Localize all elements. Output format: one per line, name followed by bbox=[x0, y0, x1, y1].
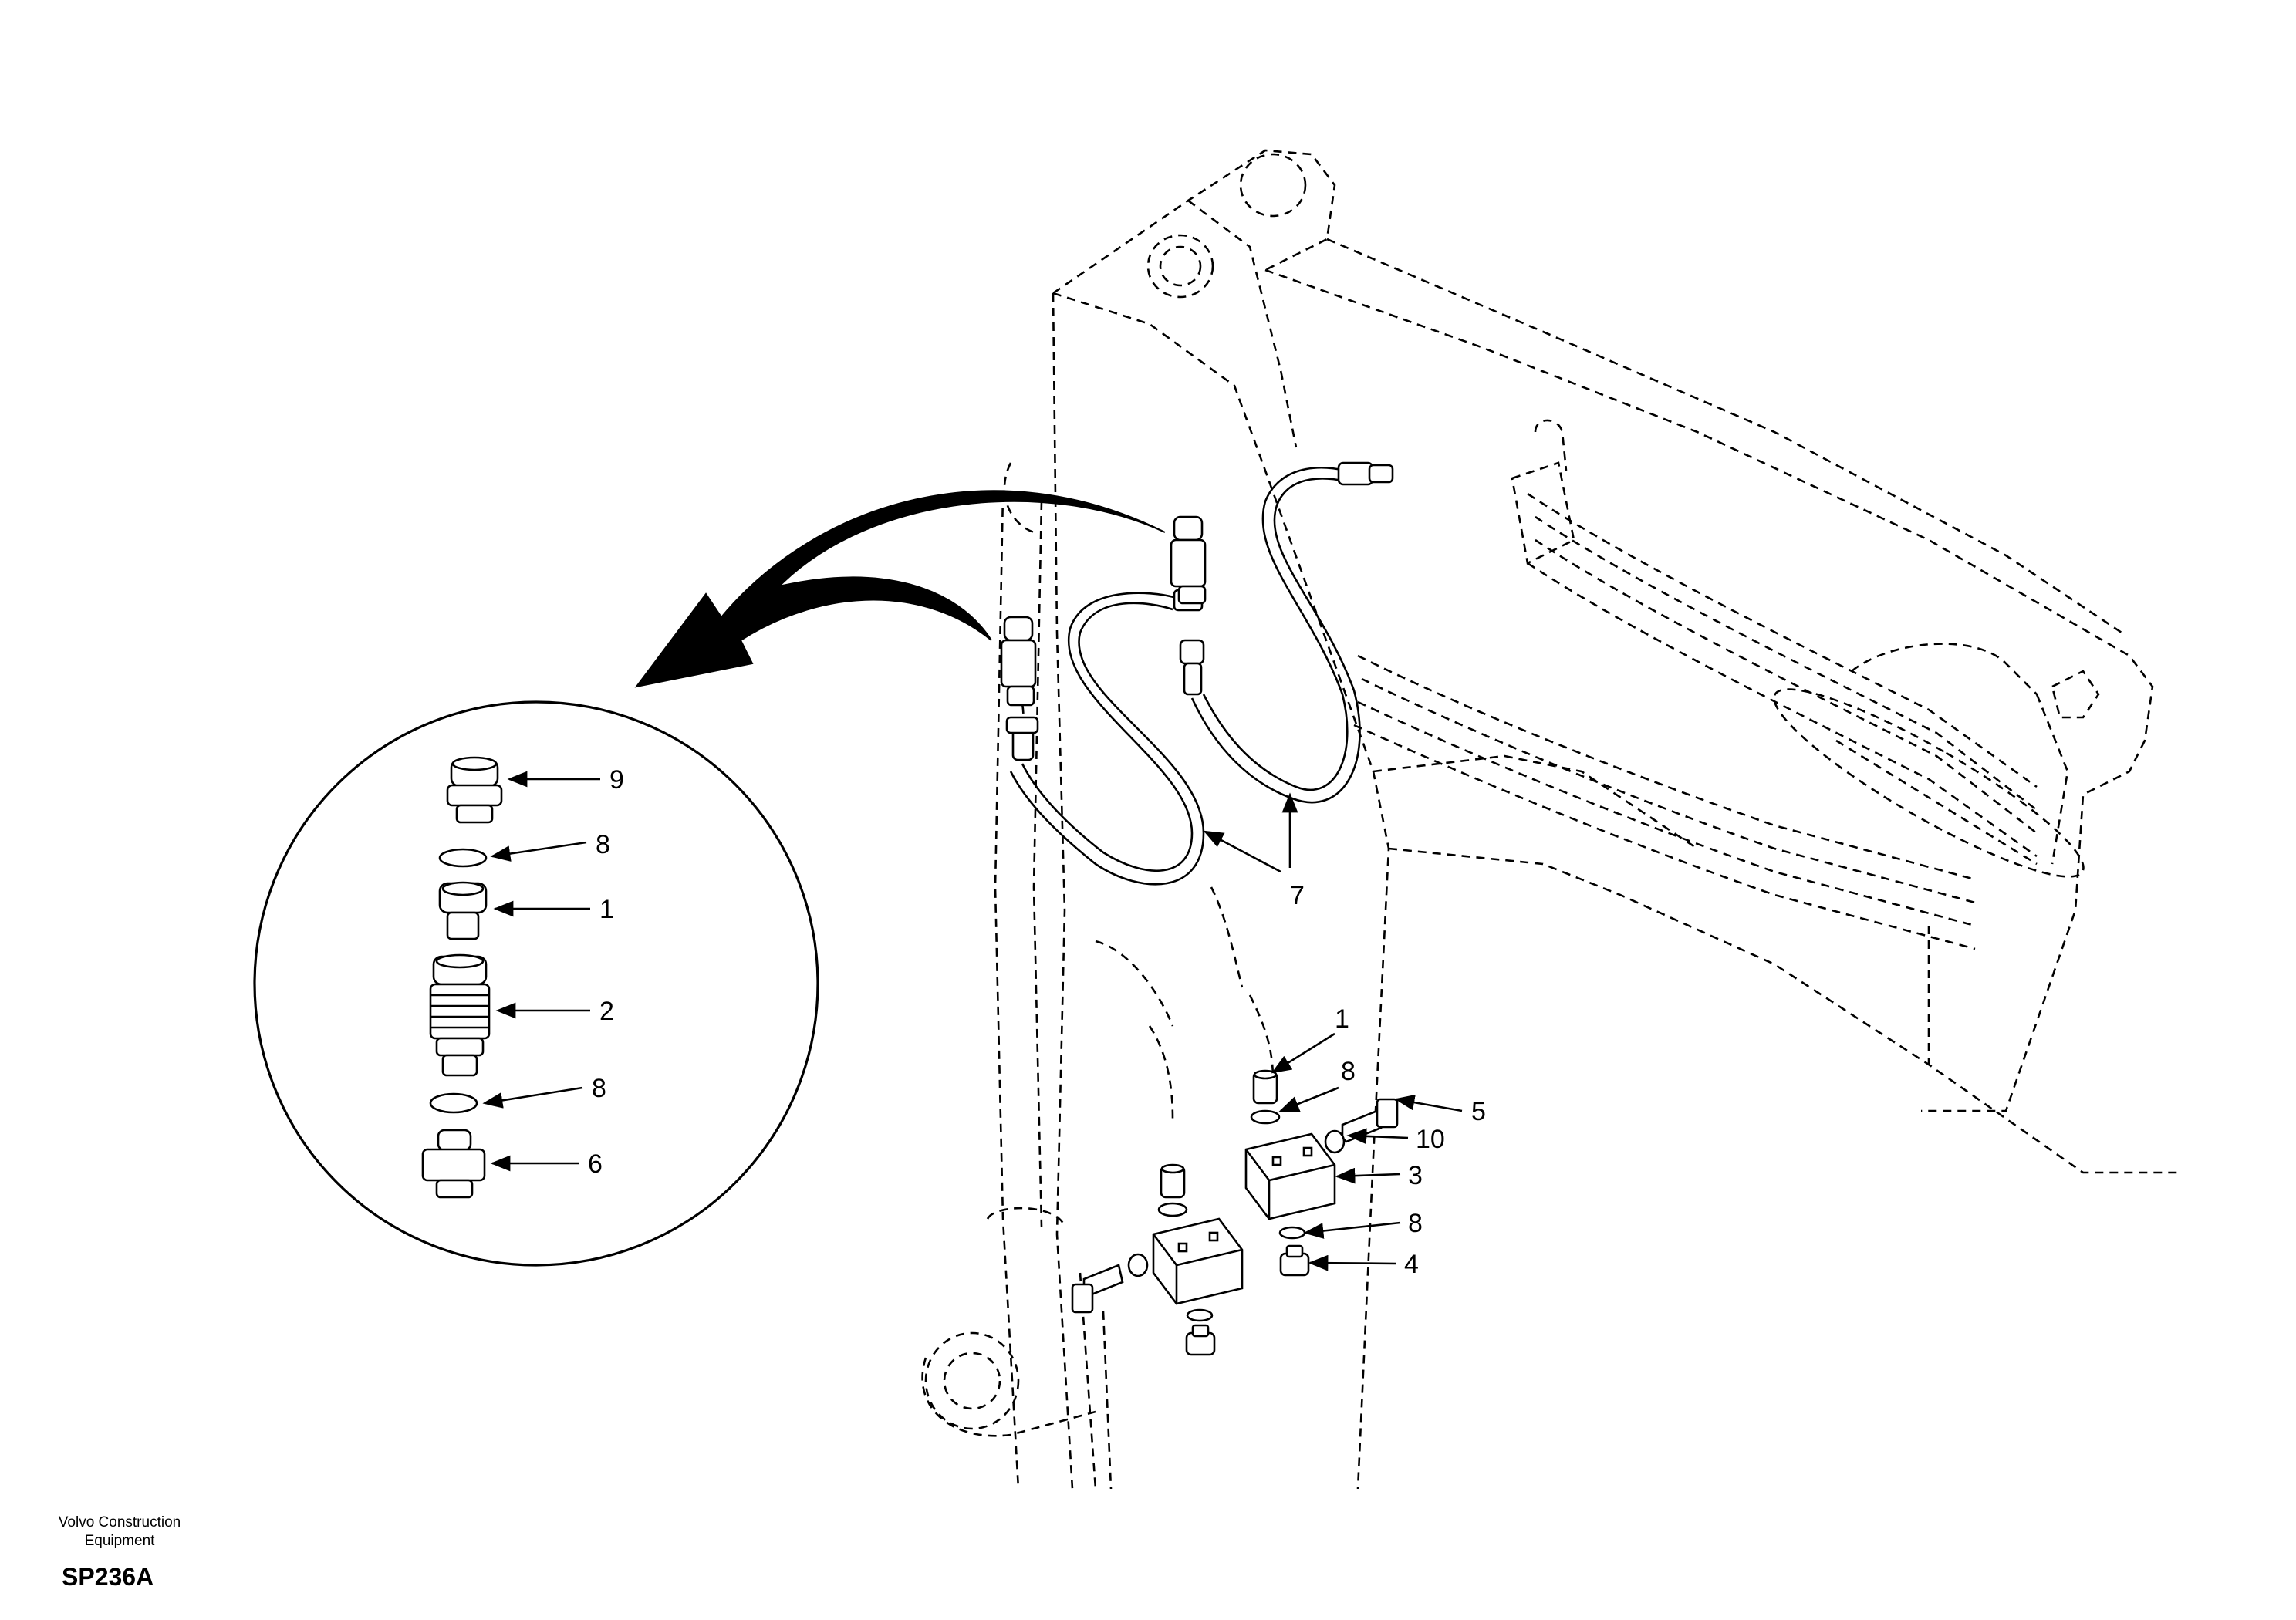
callout-8-main-top: 8 bbox=[1341, 1057, 1356, 1086]
manifold-assembly-right bbox=[1244, 1069, 1399, 1277]
drawing-code: SP236A bbox=[62, 1563, 154, 1591]
callout-8-main-bottom: 8 bbox=[1408, 1209, 1423, 1238]
callout-10: 10 bbox=[1416, 1125, 1445, 1154]
part-8-oring-top-drawing bbox=[438, 848, 488, 868]
callout-4: 4 bbox=[1404, 1250, 1419, 1279]
callout-1-detail: 1 bbox=[599, 895, 614, 924]
callout-9: 9 bbox=[609, 765, 624, 795]
callout-7: 7 bbox=[1290, 881, 1305, 910]
company-name: Volvo Construction Equipment bbox=[31, 1514, 208, 1551]
part-2-coupling-drawing bbox=[429, 953, 491, 1077]
callout-1-main: 1 bbox=[1335, 1004, 1349, 1034]
detail-circle bbox=[253, 700, 819, 1267]
hoses bbox=[1000, 461, 1394, 886]
boom-outline bbox=[921, 149, 2183, 1490]
callout-3: 3 bbox=[1408, 1161, 1423, 1190]
part-1-nipple-drawing bbox=[438, 881, 488, 940]
callout-6: 6 bbox=[588, 1149, 603, 1179]
callout-8-detail-top: 8 bbox=[596, 830, 610, 859]
company-line-2: Equipment bbox=[84, 1533, 155, 1549]
leader-lines bbox=[482, 771, 1463, 1271]
part-8-oring-bottom-drawing bbox=[429, 1092, 478, 1114]
manifold-assembly-left bbox=[1071, 1163, 1244, 1356]
callout-2: 2 bbox=[599, 997, 614, 1026]
callout-8-detail-bottom: 8 bbox=[592, 1074, 606, 1103]
detail-pointer-arrow bbox=[634, 490, 1166, 688]
part-9-adapter-drawing bbox=[446, 756, 503, 824]
part-6-plug-drawing bbox=[421, 1129, 486, 1199]
callout-5: 5 bbox=[1471, 1097, 1486, 1126]
company-line-1: Volvo Construction bbox=[58, 1514, 181, 1531]
